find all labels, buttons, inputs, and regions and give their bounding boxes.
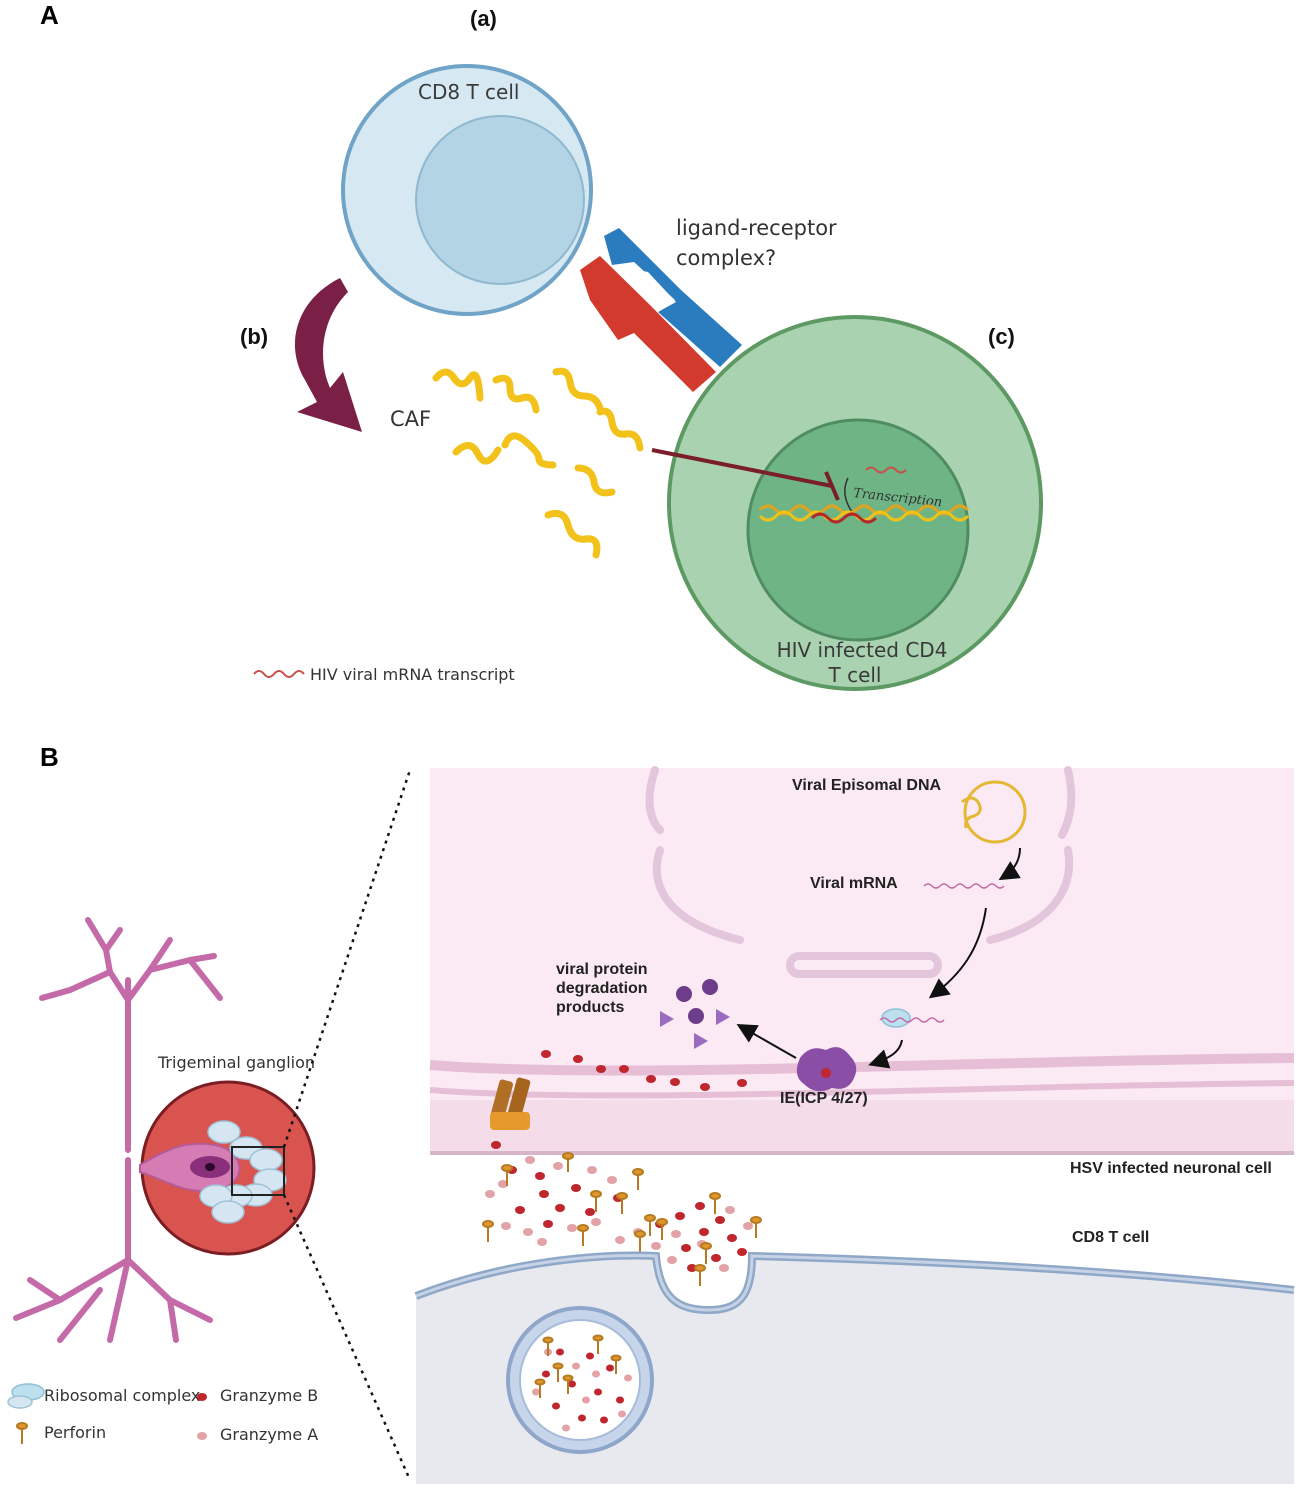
viral-episomal-dna-icon bbox=[961, 780, 1027, 844]
legend-perforin-label: Perforin bbox=[44, 1423, 106, 1442]
sub-label-c: (c) bbox=[988, 324, 1015, 349]
viral-mrna-label: Viral mRNA bbox=[810, 875, 898, 892]
hiv-mrna-transcript bbox=[865, 466, 907, 474]
cd8-t-cell bbox=[341, 64, 593, 316]
inhibition-line bbox=[651, 448, 840, 501]
ligand-receptor-complex bbox=[580, 228, 742, 392]
arrow-ie-to-degradation bbox=[736, 1024, 797, 1059]
degradation-products bbox=[660, 979, 730, 1049]
cd4-cell-label-line2: T cell bbox=[828, 663, 882, 687]
legend-ribosomal-icon bbox=[7, 1383, 45, 1409]
cd4-t-cell bbox=[667, 315, 1043, 691]
hsv-cell-label: HSV infected neuronal cell bbox=[1070, 1160, 1272, 1177]
zoom-line-top bbox=[282, 769, 412, 1148]
legend-granzyme-a-icon bbox=[197, 1432, 207, 1440]
legend-granzyme-b-icon bbox=[197, 1393, 207, 1401]
perforin-pore bbox=[490, 1077, 531, 1130]
arrow-dna-to-mrna bbox=[998, 847, 1021, 881]
ligand-receptor-label-line2: complex? bbox=[676, 246, 776, 270]
proviral-dna bbox=[758, 504, 970, 524]
neuron-soma bbox=[139, 1142, 241, 1192]
legend-perforin-icon bbox=[16, 1422, 28, 1444]
transcription-arc bbox=[844, 477, 853, 513]
zoom-box bbox=[231, 1146, 285, 1196]
arrow-ribosome-to-ie bbox=[868, 1039, 903, 1069]
ganglion-label: Trigeminal ganglion bbox=[157, 1053, 315, 1072]
viral-episomal-dna-label: Viral Episomal DNA bbox=[792, 777, 942, 794]
ie-protein bbox=[796, 1047, 857, 1092]
lytic-granule bbox=[506, 1306, 654, 1454]
degradation-label-line2: degradation bbox=[556, 980, 648, 997]
neuron bbox=[13, 917, 223, 1343]
sub-label-a: (a) bbox=[470, 6, 497, 31]
cd8-cell-label-b: CD8 T cell bbox=[1072, 1229, 1149, 1246]
panel-a-letter: A bbox=[40, 0, 59, 30]
cd4-cell-label-line1: HIV infected CD4 bbox=[777, 638, 948, 662]
intracellular-granzymes bbox=[541, 1050, 747, 1091]
ligand-receptor-label-line1: ligand-receptor bbox=[676, 216, 837, 240]
cd8-cell-label: CD8 T cell bbox=[418, 80, 519, 104]
legend-granzyme-b-label: Granzyme B bbox=[220, 1386, 318, 1405]
caf-molecules bbox=[432, 367, 644, 559]
degradation-label-line3: products bbox=[556, 999, 625, 1016]
released-perforins bbox=[482, 1152, 762, 1286]
viral-mrna-icon bbox=[923, 883, 1005, 889]
caf-label: CAF bbox=[390, 407, 431, 431]
legend-ribosomal-label: Ribosomal complex bbox=[44, 1386, 200, 1405]
neuronal-membrane-band bbox=[430, 1100, 1294, 1155]
sub-label-b: (b) bbox=[240, 324, 268, 349]
legend-mrna-label: HIV viral mRNA transcript bbox=[310, 665, 515, 684]
ie-label: IE(ICP 4/27) bbox=[780, 1090, 868, 1107]
panel-b-letter: B bbox=[40, 742, 59, 772]
legend-granzyme-a-label: Granzyme A bbox=[220, 1425, 318, 1444]
legend-mrna-icon bbox=[253, 670, 305, 678]
nuclear-envelope bbox=[645, 766, 1076, 978]
degradation-label-line1: viral protein bbox=[556, 961, 648, 978]
ribosome-translating bbox=[879, 1008, 945, 1028]
caf-secretion-arrow bbox=[294, 278, 362, 432]
arrow-mrna-to-ribosome bbox=[928, 907, 987, 999]
